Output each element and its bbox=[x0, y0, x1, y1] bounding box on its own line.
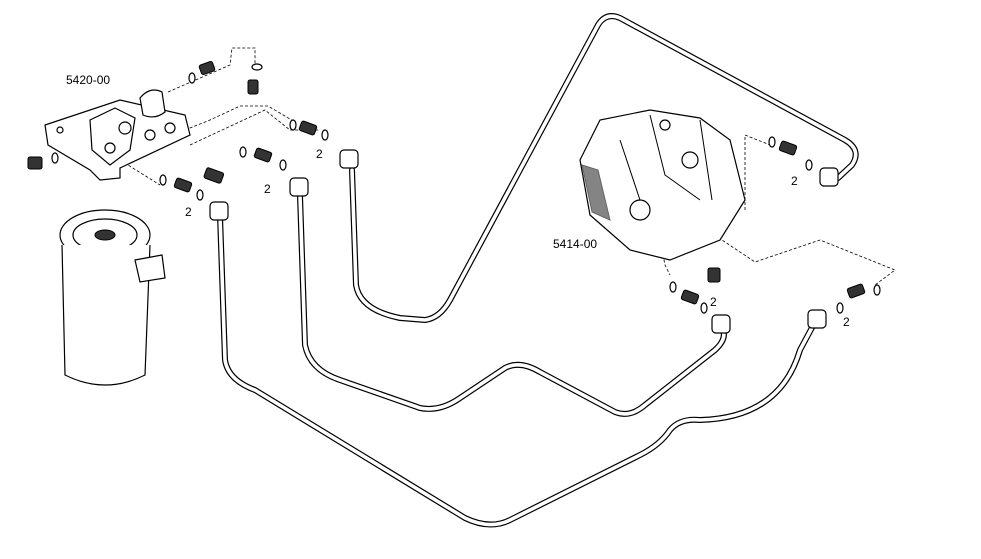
fuel-filter-canister bbox=[59, 209, 166, 386]
seal-label: 2 bbox=[843, 315, 850, 329]
seal-label: 2 bbox=[710, 295, 717, 309]
dashed-leader-lines bbox=[119, 47, 896, 286]
pipe-middle bbox=[297, 193, 727, 417]
seal-label: 2 bbox=[185, 205, 192, 219]
pump-label: 5414-00 bbox=[553, 237, 597, 251]
filter-head-5420 bbox=[44, 89, 191, 181]
filter-head-label: 5420-00 bbox=[66, 73, 110, 87]
injection-pump-5414 bbox=[579, 109, 746, 261]
seal-label: 2 bbox=[264, 182, 271, 196]
pipe-lower bbox=[217, 213, 818, 528]
fittings bbox=[27, 60, 881, 334]
pipe-outer-loop bbox=[349, 13, 859, 323]
seal-label: 2 bbox=[316, 147, 323, 161]
fuel-pipes bbox=[217, 13, 859, 528]
seal-label: 2 bbox=[791, 174, 798, 188]
